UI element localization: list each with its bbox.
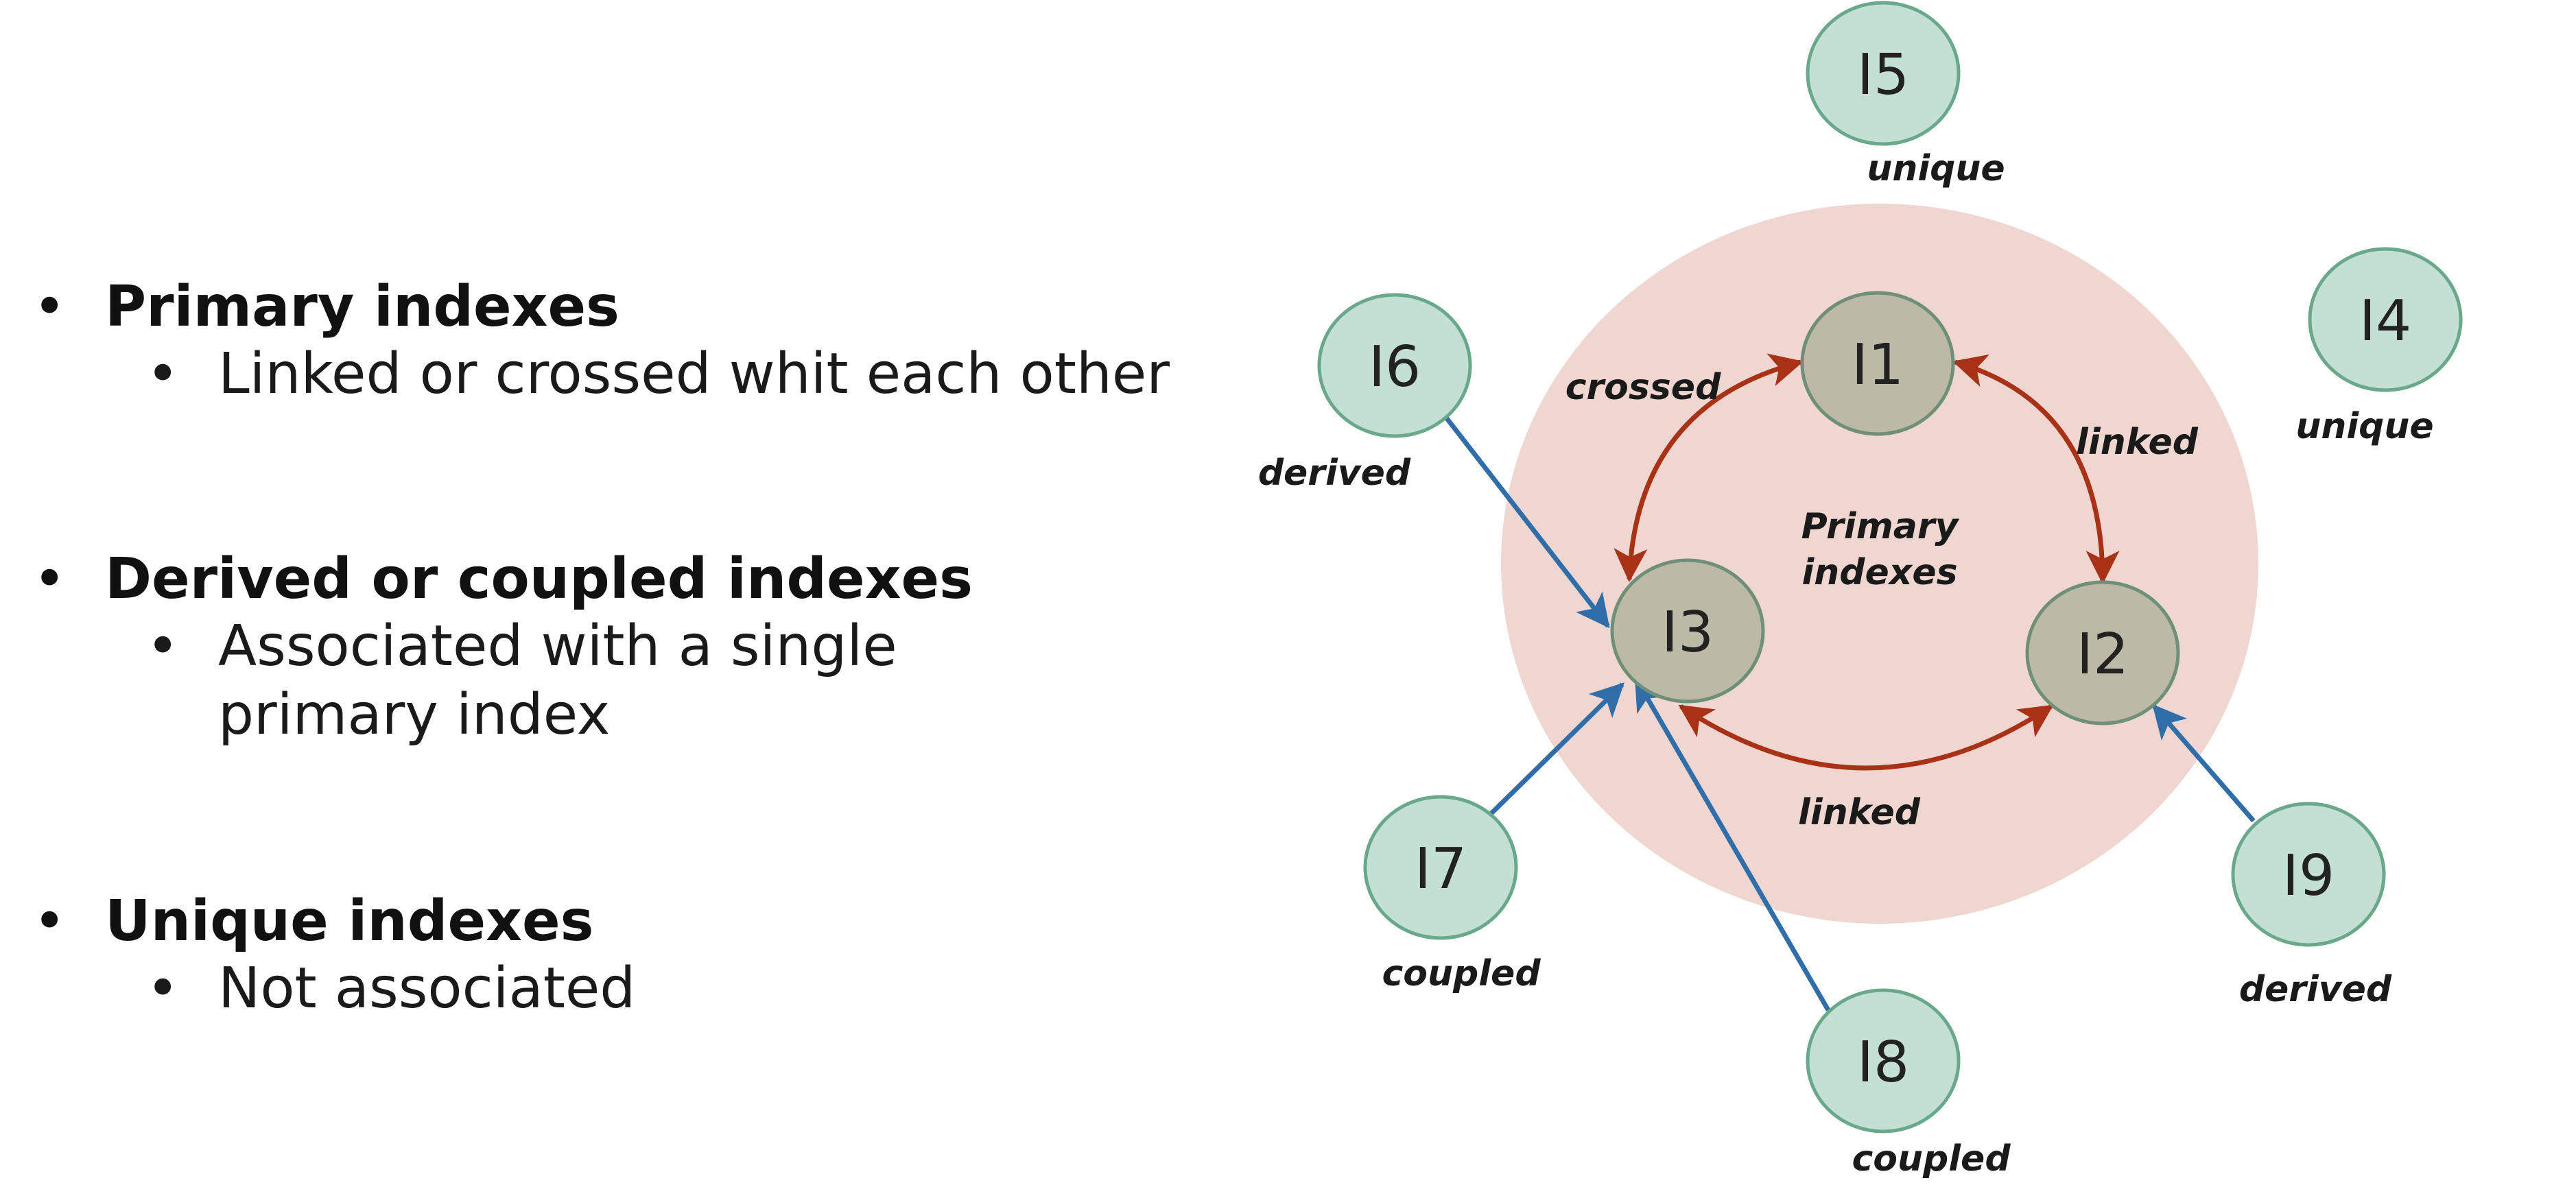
node-i6-caption: derived (1258, 453, 1411, 494)
node-i7-caption: coupled (1382, 953, 1541, 994)
node-i6-label: I6 (1369, 335, 1421, 400)
bullet-derived-coupled: Derived or coupled indexes (33, 547, 1096, 612)
node-i8: I8 coupled (1806, 988, 2011, 1179)
bullet-primary-indexes: Primary indexes (33, 274, 1170, 340)
node-i7-label: I7 (1415, 837, 1467, 902)
node-i2-circle (2025, 580, 2180, 726)
node-i9-label: I9 (2282, 843, 2335, 909)
node-i4-caption: unique (2295, 406, 2433, 447)
relation-i8-to-i3 (1633, 676, 1831, 1011)
node-i2-label: I2 (2077, 622, 2129, 687)
node-i4-circle (2308, 247, 2463, 392)
bullet-unique-indexes: Unique indexes (33, 889, 635, 955)
bullet-group-unique: Unique indexes Not associated (33, 889, 635, 1023)
region-label-line1: Primary (1801, 506, 1960, 547)
node-i8-circle (1806, 988, 1961, 1134)
region-label-line2: indexes (1801, 552, 1957, 593)
relation-i3-i2-linked (1678, 704, 2054, 771)
node-i5-label: I5 (1857, 43, 1909, 108)
edge-label-crossed: crossed (1565, 367, 1721, 408)
relation-i6-to-i3 (1442, 413, 1610, 629)
relation-i1-i2-linked (1952, 354, 2120, 585)
node-i7: I7 coupled (1363, 795, 1541, 994)
bullet-group-primary: Primary indexes Linked or crossed whit e… (33, 274, 1170, 409)
node-i9: I9 derived (2231, 802, 2392, 1010)
node-i7-circle (1363, 795, 1518, 940)
node-i4-label: I4 (2359, 289, 2411, 354)
node-i6: I6 derived (1258, 293, 1472, 494)
relation-i1-i3-crossed (1614, 353, 1804, 583)
node-i8-label: I8 (1857, 1030, 1909, 1095)
node-i3: I3 (1610, 558, 1765, 704)
node-i2: I2 (2025, 580, 2180, 726)
node-i6-circle (1317, 293, 1472, 438)
node-i9-caption: derived (2239, 969, 2392, 1010)
node-i1: I1 (1800, 291, 1955, 436)
bullet-group-derived: Derived or coupled indexes Associated wi… (33, 547, 1096, 750)
node-i3-label: I3 (1662, 600, 1714, 665)
node-i1-circle (1800, 291, 1955, 436)
node-i3-circle (1610, 558, 1765, 704)
edge-label-linked-top: linked (2076, 422, 2199, 463)
text-panel: Primary indexes Linked or crossed whit e… (0, 0, 1235, 1187)
relation-i9-to-i2 (2152, 704, 2256, 823)
node-i5-caption: unique (1867, 148, 2005, 189)
sub-bullet-associated: Associated with a single primary index (146, 612, 1096, 750)
node-i5: I5 unique (1806, 1, 2005, 189)
relation-i7-to-i3 (1488, 682, 1624, 817)
node-i1-label: I1 (1852, 333, 1904, 398)
sub-bullet-not-associated: Not associated (146, 955, 635, 1023)
node-i9-circle (2231, 802, 2386, 947)
node-i4: I4 unique (2295, 247, 2463, 447)
node-i5-circle (1806, 1, 1961, 146)
edge-label-linked-bottom: linked (1798, 792, 1921, 833)
node-i8-caption: coupled (1852, 1138, 2011, 1179)
sub-bullet-linked-crossed: Linked or crossed whit each other (146, 340, 1170, 409)
